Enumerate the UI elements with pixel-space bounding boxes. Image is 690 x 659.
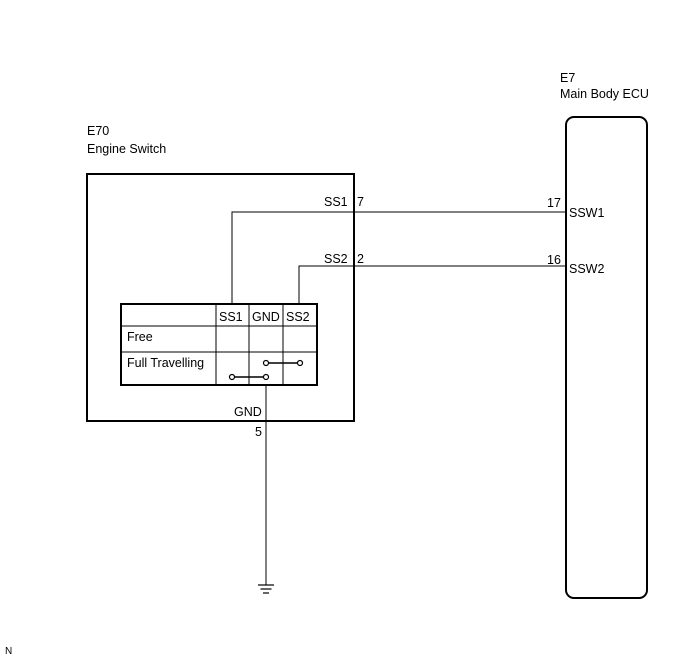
pin-number-ssw1: 17 bbox=[547, 196, 561, 210]
pin-number-ss2: 2 bbox=[357, 252, 364, 266]
switch-code: E70 bbox=[87, 124, 109, 138]
pin-label-ss1: SS1 bbox=[324, 195, 348, 209]
ground-icon bbox=[258, 584, 274, 594]
pin-label-ssw1: SSW1 bbox=[569, 206, 604, 220]
table-header-gnd: GND bbox=[252, 310, 280, 324]
corner-mark: N bbox=[5, 646, 12, 657]
wire-ss2 bbox=[298, 250, 566, 304]
pin-number-gnd: 5 bbox=[255, 425, 262, 439]
pin-label-gnd: GND bbox=[234, 405, 262, 419]
table-row-full-travelling: Full Travelling bbox=[127, 356, 204, 370]
table-header-ss1: SS1 bbox=[219, 310, 243, 324]
pin-number-ssw2: 16 bbox=[547, 253, 561, 267]
table-row-free: Free bbox=[127, 330, 153, 344]
ecu-code: E7 bbox=[560, 71, 575, 85]
table-header-ss2: SS2 bbox=[286, 310, 310, 324]
pin-label-ssw2: SSW2 bbox=[569, 262, 604, 276]
continuity-ss1-gnd bbox=[228, 373, 270, 381]
switch-box bbox=[86, 173, 355, 422]
continuity-gnd-ss2 bbox=[262, 359, 304, 367]
wire-ss1 bbox=[231, 196, 566, 304]
pin-number-ss1: 7 bbox=[357, 195, 364, 209]
ecu-box bbox=[565, 116, 648, 599]
ecu-name: Main Body ECU bbox=[560, 87, 649, 101]
pin-label-ss2: SS2 bbox=[324, 252, 348, 266]
switch-table bbox=[120, 303, 318, 386]
wire-gnd bbox=[258, 385, 267, 585]
switch-name: Engine Switch bbox=[87, 142, 166, 156]
